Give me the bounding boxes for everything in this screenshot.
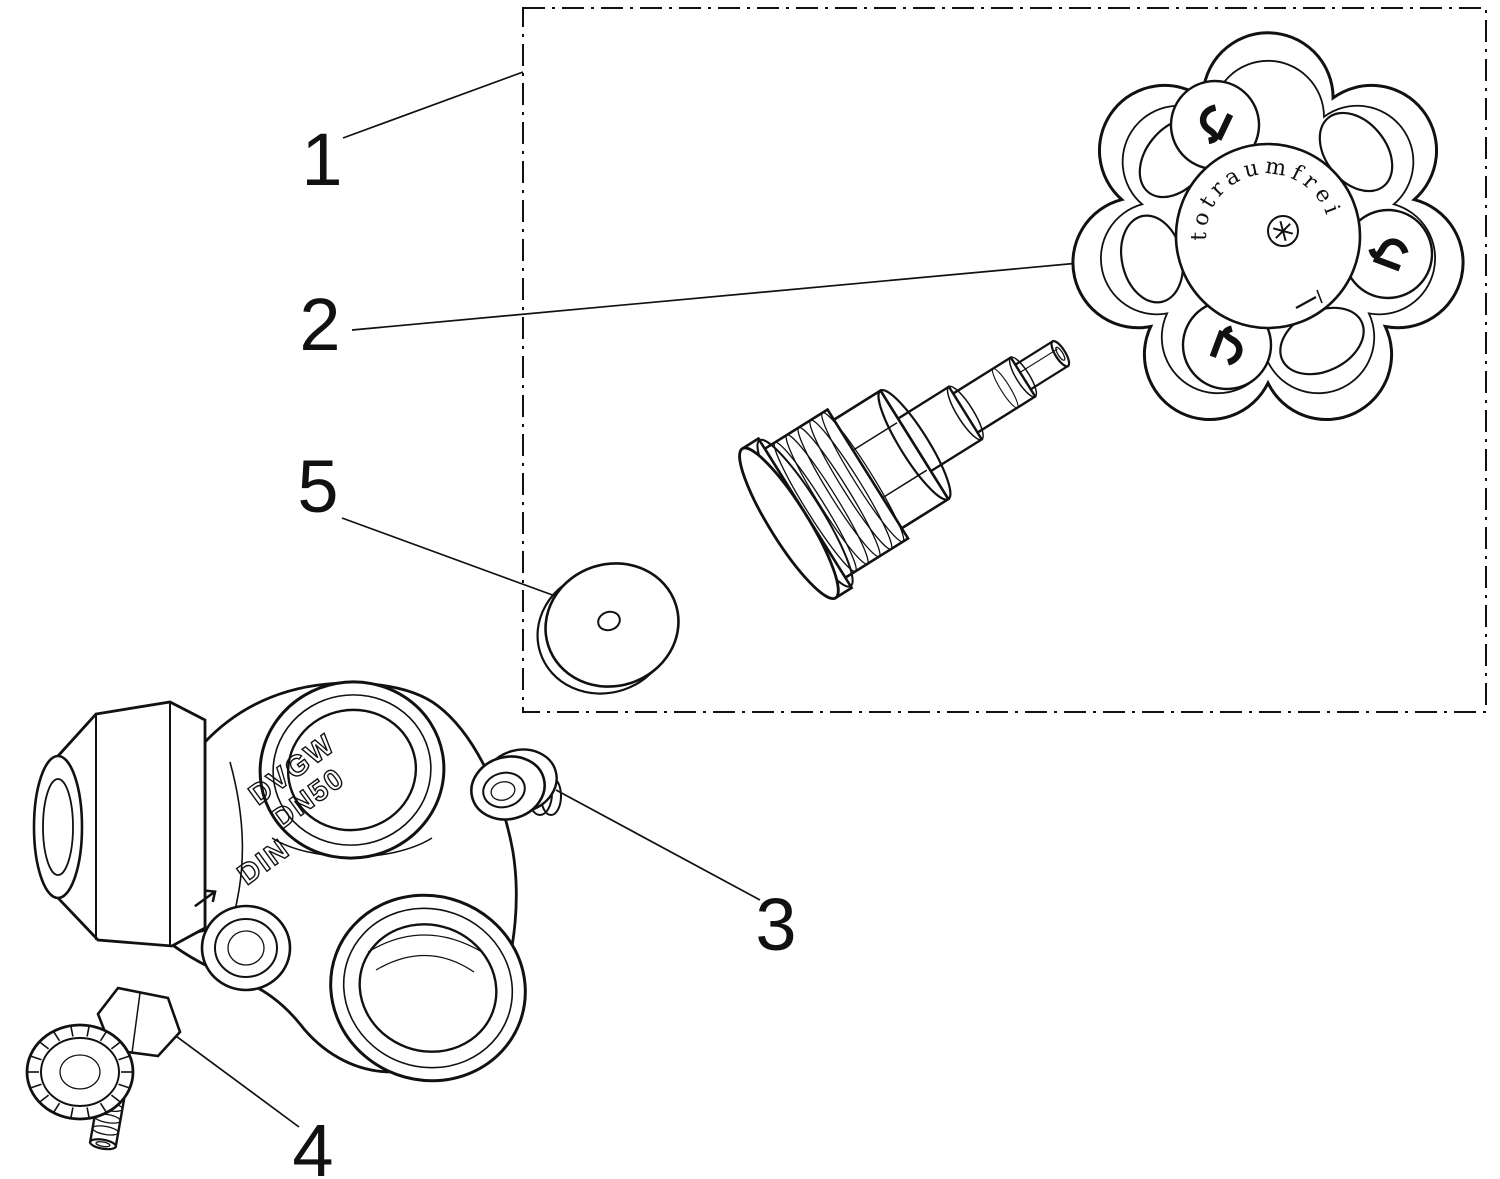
- handwheel-logo-badges: [1169, 79, 1434, 391]
- drain-knurled-cap: [25, 1023, 135, 1121]
- drain-boss-port: [200, 904, 292, 992]
- washer-hole: [597, 610, 621, 632]
- top-port: [258, 680, 446, 860]
- handwheel-holes: [1120, 111, 1394, 376]
- part-label-4: 4: [292, 1109, 333, 1179]
- part-labels: 1 2 5 3 4: [292, 118, 796, 1179]
- leader-line-2: [351, 261, 1091, 331]
- leader-line-1: [342, 71, 524, 139]
- plug: [470, 748, 562, 821]
- flow-arrow-icon: [194, 889, 217, 908]
- valve-body: DVGW DN50 DIN: [25, 680, 562, 1151]
- part-label-2: 2: [299, 283, 340, 366]
- union-nut: [32, 700, 207, 948]
- part-label-5: 5: [297, 445, 338, 528]
- outlet-port: [329, 893, 527, 1083]
- part-label-3: 3: [755, 883, 796, 966]
- inlet-opening: [32, 754, 84, 900]
- leader-lines: [137, 71, 1091, 1128]
- drain-valve: [25, 986, 182, 1151]
- assembly-group-boundary: [522, 7, 1487, 713]
- seal-washer: [536, 562, 680, 695]
- handwheel-rim-inner: [1099, 59, 1437, 395]
- part-label-1: 1: [301, 118, 342, 201]
- leader-line-5: [341, 517, 589, 609]
- handwheel: totraumfrei: [1071, 31, 1465, 422]
- logo-badge-icon: [1169, 79, 1261, 171]
- leader-line-3: [555, 789, 761, 901]
- screw-cross-icon: [1273, 221, 1293, 241]
- drain-knurl-ticks: [28, 1026, 132, 1118]
- bonnet-flange: [738, 446, 840, 600]
- spindle-assembly: [738, 339, 1071, 600]
- spindle-bore: [1055, 346, 1066, 361]
